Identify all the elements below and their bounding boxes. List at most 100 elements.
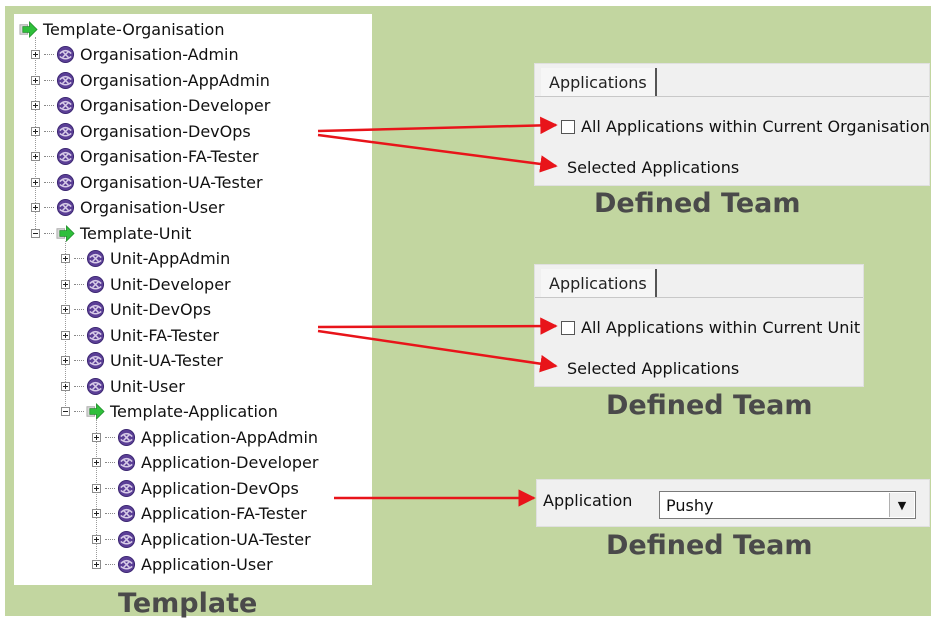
expand-plus-icon[interactable] (92, 483, 101, 493)
tree-node-label: Organisation-Admin (80, 45, 239, 64)
tree-node-label: Application-DevOps (141, 478, 299, 498)
expand-plus-icon[interactable] (31, 75, 40, 85)
expand-plus-icon[interactable] (61, 381, 70, 391)
team-icon (86, 326, 105, 344)
all-applications-label: All Applications within Current Organisa… (581, 117, 930, 136)
tree-node-label: Template-Unit (80, 223, 192, 243)
expand-plus-icon[interactable] (31, 177, 40, 187)
application-select[interactable]: Pushy ▼ (659, 491, 916, 519)
team-icon (56, 173, 75, 191)
defined-team-caption-unit: Defined Team (606, 390, 813, 421)
team-icon (86, 275, 105, 293)
tree-node-label: Organisation-Developer (80, 96, 271, 115)
tree-node-label: Template-Organisation (43, 19, 225, 39)
all-applications-checkbox[interactable] (561, 321, 575, 335)
tab-divider (535, 297, 863, 298)
expand-plus-icon[interactable] (31, 203, 40, 212)
tree-node[interactable]: Organisation-User (31, 196, 224, 220)
team-icon (117, 555, 136, 574)
chevron-down-icon[interactable]: ▼ (889, 493, 914, 517)
tree-node[interactable]: Unit-UA-Tester (61, 349, 223, 373)
tree-node[interactable]: Application-Developer (92, 451, 318, 475)
tree-connector (105, 513, 115, 514)
template-arrow-icon (86, 402, 105, 421)
team-icon (56, 71, 75, 89)
expand-plus-icon[interactable] (92, 534, 101, 544)
tree-node[interactable]: Organisation-AppAdmin (31, 68, 270, 92)
tree-node[interactable]: Organisation-Developer (31, 94, 270, 118)
tree-node[interactable]: Template-Application (61, 400, 278, 424)
tab-divider (535, 96, 929, 97)
tree-node[interactable]: Organisation-FA-Tester (31, 145, 259, 169)
expand-plus-icon[interactable] (61, 330, 70, 340)
team-icon (56, 147, 75, 166)
expand-plus-icon[interactable] (31, 101, 40, 110)
tree-node-label: Organisation-DevOps (80, 121, 251, 141)
tree-connector (74, 385, 84, 387)
tab-applications[interactable]: Applications (541, 269, 657, 297)
team-icon (117, 479, 136, 497)
tree-node[interactable]: Application-DevOps (92, 476, 299, 500)
selected-applications-label[interactable]: Selected Applications (567, 359, 740, 378)
tree-node[interactable]: Unit-User (61, 374, 185, 398)
tree-node-label: Application-Developer (141, 453, 319, 472)
tree-connector (44, 181, 54, 183)
tree-node[interactable]: Application-AppAdmin (92, 425, 318, 449)
tree-node[interactable]: Organisation-Admin (31, 43, 239, 67)
collapse-minus-icon[interactable] (31, 228, 40, 238)
expand-plus-icon[interactable] (92, 560, 101, 569)
tree-node[interactable]: Unit-AppAdmin (61, 247, 230, 271)
team-icon (117, 504, 136, 523)
team-icon (86, 300, 105, 319)
selected-applications-label[interactable]: Selected Applications (567, 158, 740, 177)
expand-plus-icon[interactable] (61, 305, 70, 314)
tree-connector (105, 462, 115, 463)
team-icon (56, 198, 75, 217)
team-icon (86, 249, 105, 268)
all-applications-checkbox[interactable] (561, 120, 575, 134)
expand-plus-icon[interactable] (92, 458, 101, 467)
tree-node[interactable]: Application-FA-Tester (92, 502, 307, 526)
unit-applications-panel: Applications All Applications within Cur… (534, 264, 864, 387)
tree-connector (74, 283, 84, 285)
application-select-panel: Application Pushy ▼ (536, 479, 930, 527)
tree-node-label: Unit-DevOps (110, 300, 212, 319)
tree-node[interactable]: Unit-Developer (61, 272, 231, 296)
tree-connector (74, 334, 84, 336)
tree-node[interactable]: Template-Unit (31, 221, 191, 245)
tree-node-label: Application-AppAdmin (141, 427, 319, 447)
expand-plus-icon[interactable] (31, 126, 40, 136)
tree-node[interactable]: Application-UA-Tester (92, 527, 311, 551)
tree-node[interactable]: Organisation-UA-Tester (31, 170, 263, 194)
expand-plus-icon[interactable] (31, 152, 40, 161)
team-icon (56, 122, 75, 140)
template-caption: Template (118, 588, 258, 619)
tree-connector (44, 105, 54, 106)
tab-applications[interactable]: Applications (541, 68, 657, 96)
tree-node[interactable]: Organisation-DevOps (31, 119, 251, 143)
tree-node[interactable]: Application-User (92, 553, 273, 577)
expand-plus-icon[interactable] (61, 356, 70, 365)
expand-plus-icon[interactable] (92, 432, 101, 442)
expand-plus-icon[interactable] (61, 279, 70, 289)
tree-node-label: Application-User (141, 555, 273, 574)
tree-node[interactable]: Unit-DevOps (61, 298, 211, 322)
expand-plus-icon[interactable] (92, 509, 101, 518)
tree-node[interactable]: Unit-FA-Tester (61, 323, 219, 347)
tree-connector (44, 207, 54, 208)
expand-plus-icon[interactable] (61, 254, 70, 263)
team-icon (56, 96, 75, 115)
team-icon (117, 530, 136, 548)
tree-connector (74, 258, 84, 259)
tree-connector (44, 156, 54, 157)
collapse-minus-icon[interactable] (61, 407, 70, 416)
tree-connector (105, 564, 115, 565)
tree-connector (44, 54, 54, 55)
defined-team-caption-application: Defined Team (606, 530, 813, 561)
template-arrow-icon (19, 20, 38, 38)
tree-node[interactable]: Template-Organisation (19, 17, 224, 41)
organisation-applications-panel: Applications All Applications within Cur… (534, 63, 930, 186)
team-icon (56, 45, 75, 64)
tree-node-label: Application-UA-Tester (141, 529, 311, 549)
expand-plus-icon[interactable] (31, 50, 40, 59)
